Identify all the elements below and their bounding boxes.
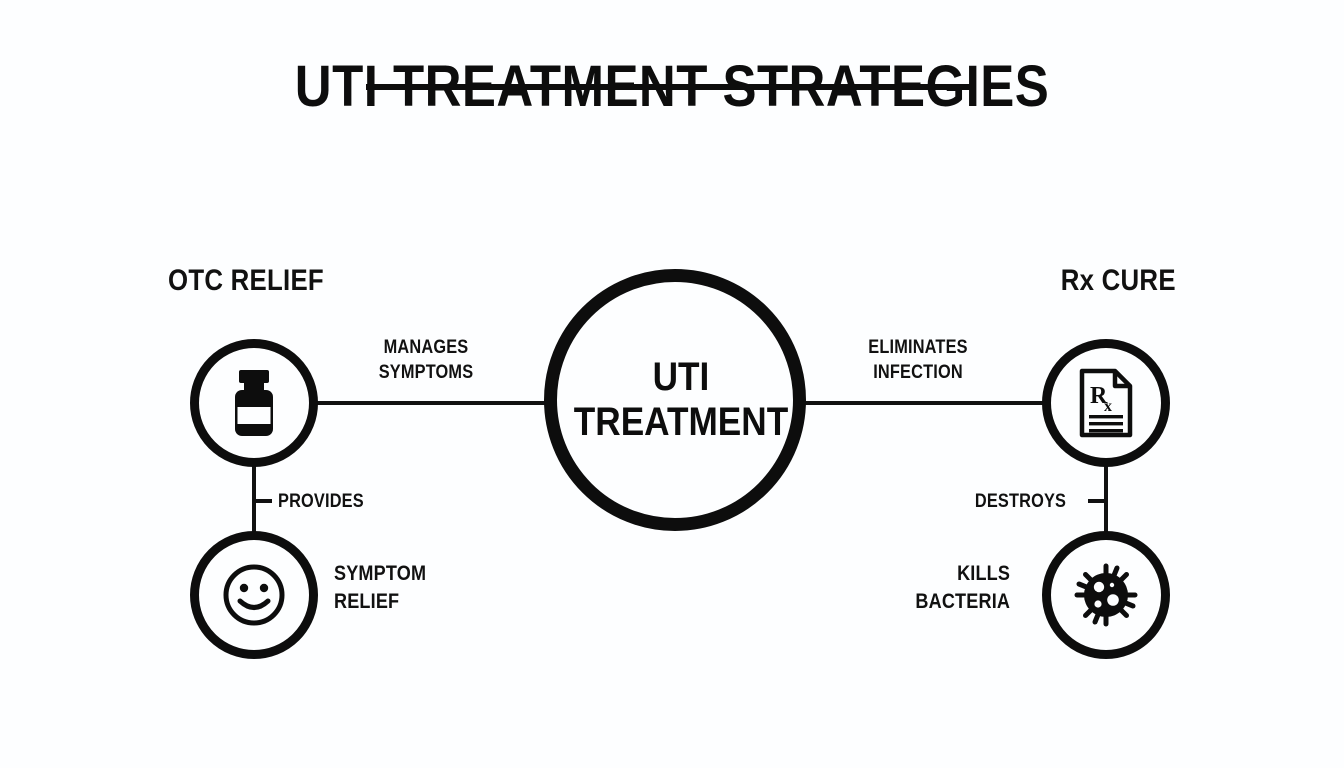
connector-rx-to-bacteria [1104,460,1108,538]
node-otc-medicine[interactable] [190,339,318,467]
tick-mark-provides [254,499,272,503]
connector-center-to-rx [800,401,1044,405]
smiley-face-icon [220,561,288,629]
prescription-document-icon: R x [1075,367,1137,439]
edge-label-provides: PROVIDES [278,491,364,512]
node-symptom-relief[interactable] [190,531,318,659]
section-header-rx: Rx CURE [1060,264,1176,297]
node-label-kills-bacteria: KILLS BACTERIA [915,562,1010,613]
section-header-otc: OTC RELIEF [168,264,324,297]
edge-label-destroys: DESTROYS [974,491,1066,512]
svg-text:R: R [1090,383,1108,409]
medicine-bottle-icon [223,368,285,438]
center-node-label: UTI TREATMENT [573,355,789,444]
bacteria-icon [1072,561,1140,629]
svg-text:x: x [1104,398,1112,415]
node-kills-bacteria[interactable] [1042,531,1170,659]
connector-otc-to-center [310,401,554,405]
edge-label-eliminates-infection: ELIMINATES INFECTION [868,337,968,384]
node-rx-prescription[interactable]: R x [1042,339,1170,467]
tick-mark-destroys [1088,499,1106,503]
node-uti-treatment[interactable]: UTI TREATMENT [544,269,806,531]
title-underline [366,84,976,90]
edge-label-manages-symptoms: MANAGES SYMPTOMS [378,337,474,384]
node-label-symptom-relief: SYMPTOM RELIEF [334,562,427,613]
